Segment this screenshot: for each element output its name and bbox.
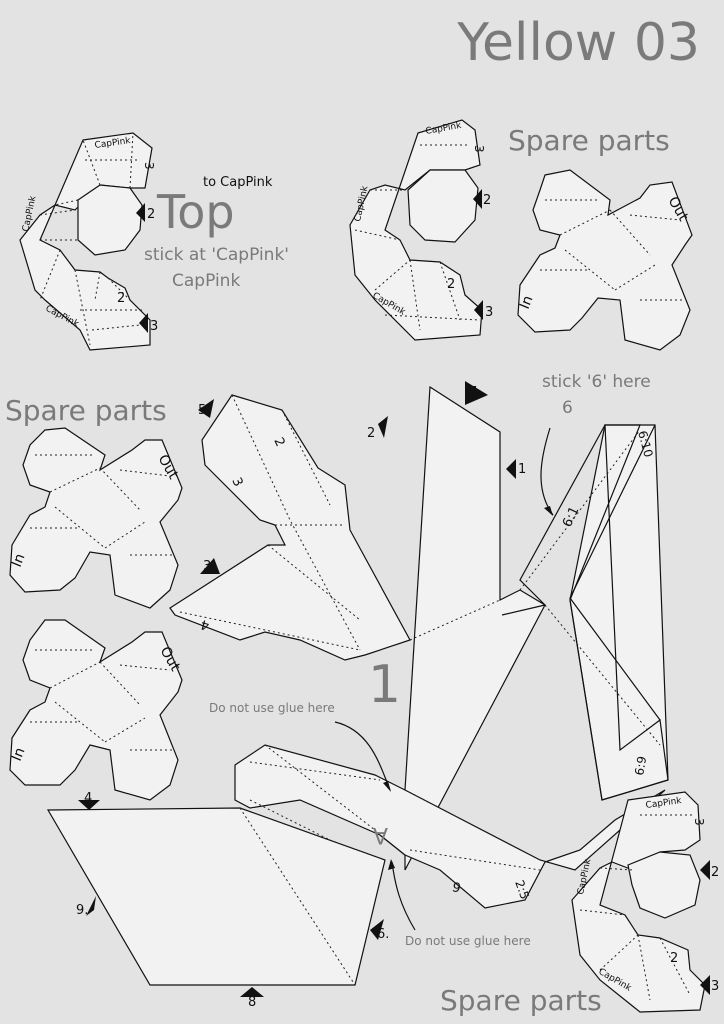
edge-number: 6:9: [632, 755, 649, 776]
svg-text:9.: 9.: [76, 903, 88, 918]
spare-cross-piece-top-right: Out In: [517, 169, 693, 351]
no-glue-arrow-lower: [391, 861, 416, 931]
edge-number: 6:10: [635, 429, 655, 459]
svg-text:3: 3: [203, 559, 211, 574]
edge-number: 2:5: [512, 878, 532, 901]
spare-cross-piece-left-2: Out In: [9, 619, 183, 801]
no-glue-note-lower: Do not use glue here: [405, 934, 531, 948]
main-body-piece: [46, 385, 669, 986]
glue-marker: 2: [473, 189, 491, 209]
stick-note-line2: CapPink: [172, 271, 240, 291]
glue-marker-5: 5: [198, 399, 214, 418]
svg-text:2: 2: [483, 193, 491, 208]
edge-number: 6: [451, 878, 463, 895]
glue-marker-2: 2: [367, 416, 388, 441]
no-glue-note-upper: Do not use glue here: [209, 701, 335, 715]
stick6-note-line1: stick '6' here: [542, 372, 651, 392]
glue-marker-1: 1: [506, 459, 526, 479]
glue-marker-3: 3: [200, 558, 220, 574]
tab-in-label: In: [517, 293, 537, 311]
top-note: to CapPink: [203, 175, 273, 190]
edge-number: 4: [199, 616, 211, 633]
stick6-note-line2: 6: [562, 398, 573, 418]
edge-number: 3: [692, 818, 706, 826]
svg-text:1: 1: [518, 462, 526, 477]
svg-text:3: 3: [711, 979, 719, 994]
edge-number: 3: [142, 162, 156, 170]
glue-marker-9: 9.: [76, 896, 96, 918]
glue-marker: 2: [700, 860, 719, 880]
stick-note-line1: stick at 'CapPink': [144, 245, 289, 265]
svg-text:8: 8: [248, 995, 256, 1010]
edge-number: 6:1: [560, 504, 582, 529]
tab-in-label: In: [9, 745, 29, 763]
glue-marker: 2: [136, 203, 155, 222]
sheet-title: Yellow 03: [456, 13, 700, 73]
no-glue-arrowhead-upper: [383, 781, 391, 792]
top-cap-piece: CapPink CapPink CapPink 3 2 2 3: [19, 132, 158, 351]
svg-text:5: 5: [198, 403, 206, 418]
tab-in-label: In: [9, 551, 29, 569]
spare-parts-label: Spare parts: [440, 984, 602, 1017]
stick6-arrow: [540, 427, 554, 516]
svg-text:3: 3: [150, 319, 158, 334]
glue-marker: 3: [474, 300, 493, 320]
edge-number: 2: [117, 291, 125, 306]
glue-marker-6: 6.: [370, 919, 389, 942]
glue-marker-4: 4: [78, 791, 100, 810]
spare-parts-label: Spare parts: [5, 394, 167, 427]
edge-number: 2: [670, 951, 678, 966]
edge-number: 2: [447, 277, 455, 292]
spare-cap-piece-bottom-right: CapPink CapPink CapPink 3 2 2 3: [571, 791, 719, 1013]
svg-text:7: 7: [469, 385, 477, 400]
svg-text:3: 3: [485, 305, 493, 320]
spare-cap-piece: CapPink CapPink CapPink 3 2 2 3: [349, 119, 493, 341]
glue-marker-8: 8: [240, 987, 264, 1010]
stick6-arrowhead: [544, 506, 553, 516]
svg-text:4: 4: [84, 791, 92, 806]
glue-marker: 3: [139, 313, 158, 334]
svg-text:2: 2: [711, 865, 719, 880]
edge-number: 3: [472, 145, 486, 153]
spare-parts-label: Spare parts: [508, 124, 670, 157]
piece-letter: A: [373, 822, 388, 847]
spare-cross-piece-left-1: Out In: [9, 427, 183, 609]
svg-text:2: 2: [147, 207, 155, 222]
glue-marker: 3: [700, 975, 719, 995]
top-label: Top: [156, 185, 235, 239]
svg-text:2: 2: [367, 426, 375, 441]
svg-text:6.: 6.: [377, 927, 389, 942]
part-number: 1: [368, 655, 401, 715]
no-glue-arrowhead-lower: [388, 859, 395, 870]
glue-marker-7: 7: [465, 381, 488, 405]
